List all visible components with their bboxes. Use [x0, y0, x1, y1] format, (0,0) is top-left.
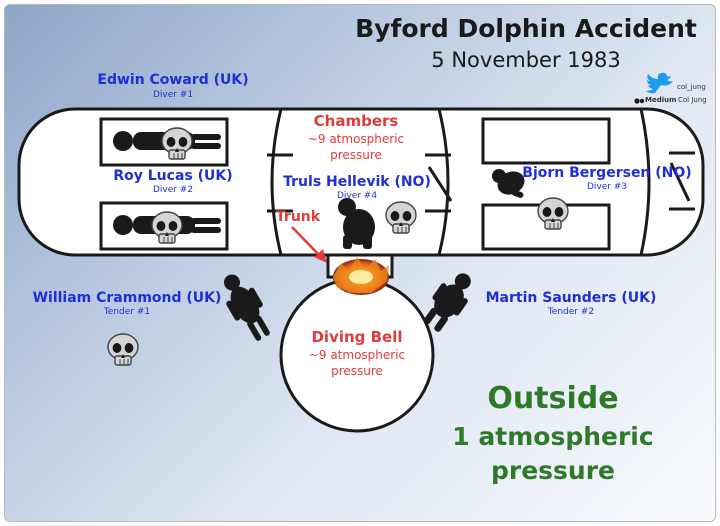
diagram-canvas: Byford Dolphin Accident 5 November 1983 …: [4, 4, 716, 522]
figure-truls: [338, 198, 375, 249]
credit-author: Col Jung: [678, 96, 707, 104]
bell-pressure: ~9 atmospheric: [308, 348, 406, 362]
outside-label: Outside: [487, 381, 619, 416]
figure-martin: [423, 273, 471, 332]
name-truls: Truls Hellevik (NO): [283, 174, 431, 190]
role-martin: Tender #2: [547, 307, 595, 317]
bulkhead-left: [270, 108, 283, 256]
diagram-date: 5 November 1983: [431, 48, 621, 72]
trunk-arrow: [291, 226, 322, 258]
credit-medium: Medium: [645, 96, 677, 104]
bell-pressure-unit: pressure: [331, 364, 383, 378]
bunk-top-right: [481, 117, 611, 165]
name-martin: Martin Saunders (UK): [485, 290, 657, 306]
credit-twitter: col_jung: [677, 83, 706, 91]
medium-icon-dot: [639, 98, 645, 104]
door-stubs: [267, 151, 695, 213]
explosion-fire: [333, 257, 389, 295]
bunk-bottom-left: [99, 201, 229, 251]
bell-label: Diving Bell: [311, 328, 403, 346]
name-william: William Crammond (UK): [32, 290, 222, 306]
role-bjorn: Diver #3: [586, 182, 628, 192]
outside-pressure: 1 atmospheric: [452, 422, 654, 451]
chambers-label: Chambers: [313, 112, 399, 130]
role-truls: Diver #4: [336, 191, 378, 201]
figure-william: [224, 274, 270, 341]
diagram-title: Byford Dolphin Accident: [355, 14, 697, 43]
trunk-label: Trunk: [275, 209, 321, 225]
skull-edwin: [161, 127, 193, 160]
medium-icon: [634, 98, 640, 104]
trunk-arrowhead: [314, 249, 327, 263]
name-edwin: Edwin Coward (UK): [97, 72, 249, 88]
skull-william: [107, 333, 139, 366]
skull-roy: [151, 211, 183, 244]
skull-truls: [385, 201, 417, 234]
role-roy: Diver #2: [152, 185, 194, 195]
role-william: Tender #1: [103, 307, 151, 317]
figure-bjorn: [492, 169, 525, 198]
chambers-pressure-unit: pressure: [330, 148, 382, 162]
bulkhead-right: [437, 108, 450, 256]
name-bjorn: Bjorn Bergersen (NO): [522, 165, 692, 181]
skull-bjorn: [537, 197, 569, 230]
bunk-top-left: [99, 117, 229, 167]
diagram-drawing: [17, 72, 705, 433]
outside-pressure-unit: pressure: [490, 456, 616, 485]
chambers-pressure: ~9 atmospheric: [307, 132, 405, 146]
name-roy: Roy Lucas (UK): [113, 168, 233, 184]
role-edwin: Diver #1: [152, 90, 194, 100]
twitter-icon: [646, 72, 673, 94]
bulkhead-far-right: [639, 108, 651, 256]
